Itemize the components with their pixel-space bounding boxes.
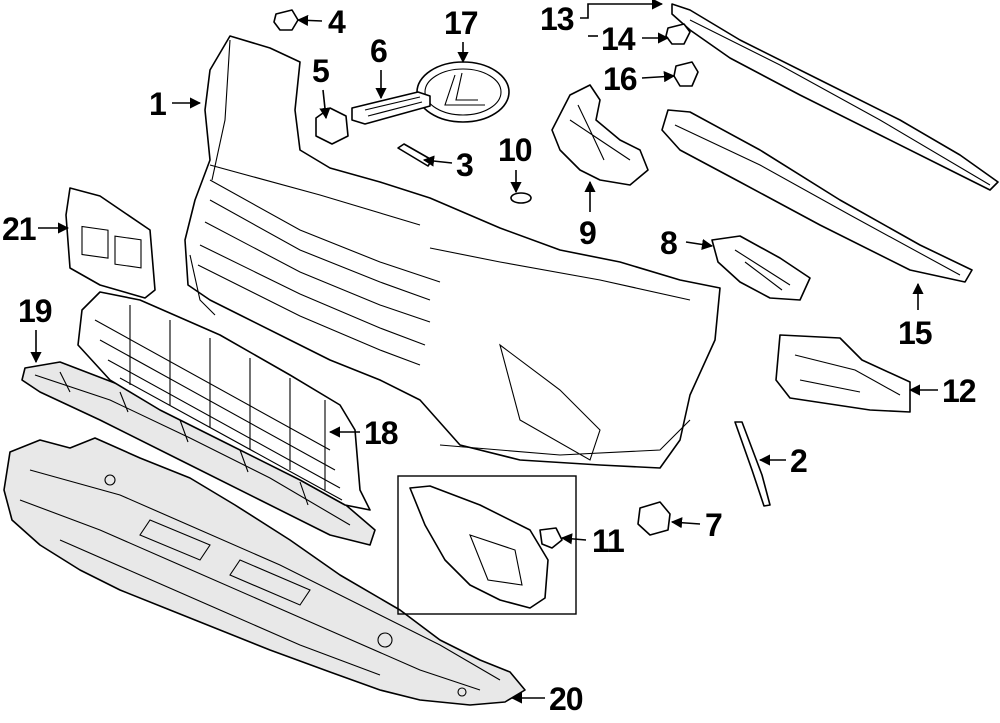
part-5-retainer [315,107,349,145]
callout-4: 4 [328,4,346,40]
part-6-bracket [351,91,431,125]
part-14-clip [665,23,691,45]
leader-lines [30,0,938,704]
callout-20: 20 [549,681,583,717]
part-16-clip [673,61,699,87]
callout-6: 6 [370,33,387,69]
part-7-sensor [637,501,671,536]
part-3-strip [397,143,433,167]
part-10-cap [510,192,532,204]
callout-9: 9 [579,215,596,251]
callout-21: 21 [2,211,36,247]
callout-1: 1 [149,86,166,122]
callout-13: 13 [540,1,574,37]
callout-12: 12 [942,373,976,409]
part-8-side-bracket [711,235,811,301]
part-20-engine-under-cover [3,437,526,706]
callout-5: 5 [312,53,329,89]
part-1-bumper-cover [184,35,721,469]
callout-8: 8 [660,225,677,261]
callout-16: 16 [603,61,637,97]
callout-labels: 1 2 3 4 5 6 7 8 9 10 11 12 13 14 15 16 1… [2,1,977,717]
callout-11: 11 [592,523,624,559]
part-21-license-bracket [65,187,156,299]
part-12-side-retainer [775,334,911,413]
callout-10: 10 [498,132,532,168]
part-11-fog-bezel-frame [397,475,577,615]
callout-7: 7 [705,507,722,543]
callout-3: 3 [456,147,473,183]
part-15-grille-trim [661,109,973,283]
callout-19: 19 [18,293,52,329]
part-9-upper-bracket [551,84,649,186]
part-17-emblem [416,61,510,123]
part-2-side-strip [734,421,771,507]
callout-14: 14 [601,21,636,57]
part-4-clip [273,9,299,31]
part-18-lower-grille [77,291,371,511]
part-13-upper-molding [671,3,999,191]
callout-2: 2 [790,443,807,479]
callout-15: 15 [898,315,932,351]
callout-18: 18 [364,415,398,451]
callout-17: 17 [444,5,478,41]
